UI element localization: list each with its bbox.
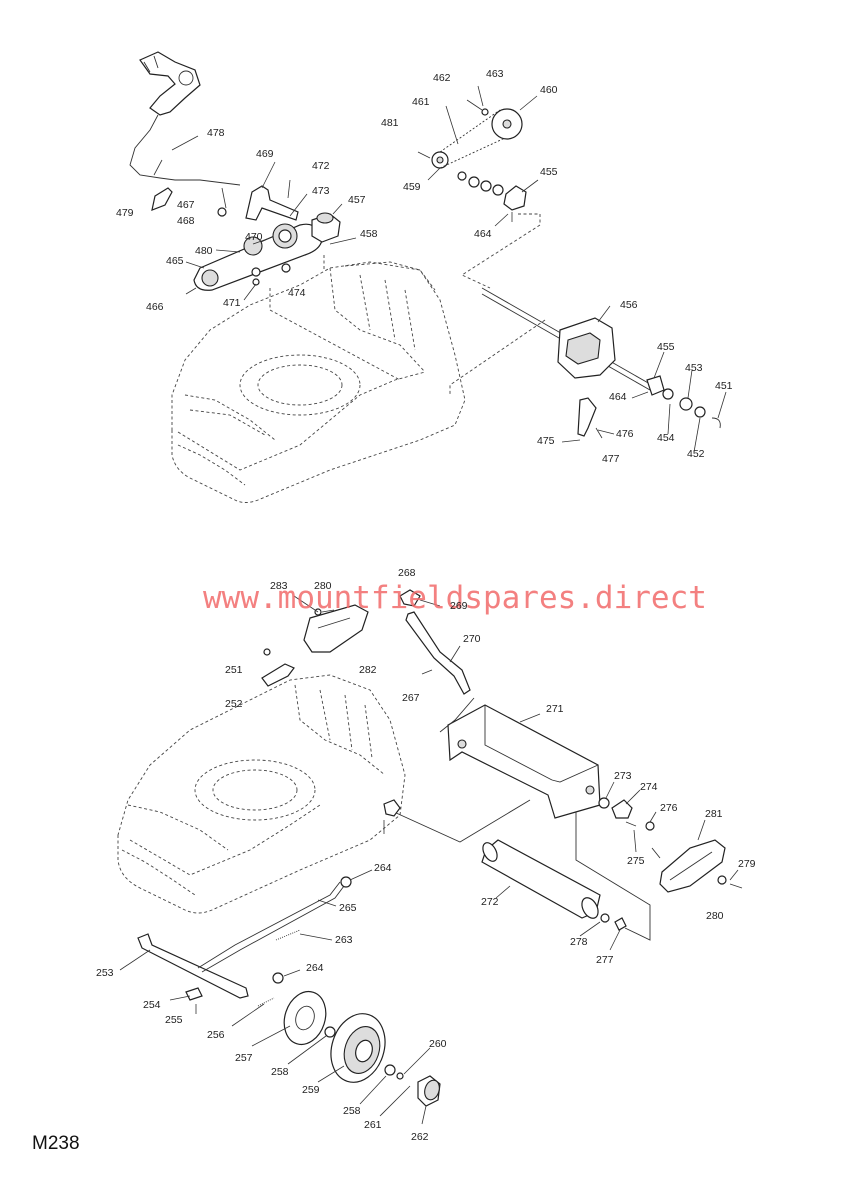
label-258-right: 258 [343, 1105, 361, 1117]
label-280-bottom: 280 [706, 910, 724, 922]
label-459: 459 [403, 181, 421, 193]
label-269: 269 [450, 600, 468, 612]
lower-mower-deck [117, 674, 406, 914]
upper-mower-deck [171, 261, 466, 503]
label-457: 457 [348, 194, 366, 206]
clip-252 [261, 648, 295, 687]
sprocket-chain-assembly [417, 99, 527, 222]
wheel-hubcap-257 [283, 990, 336, 1046]
label-479: 479 [116, 207, 134, 219]
label-470: 470 [245, 231, 263, 243]
leader-lines [119, 85, 739, 1125]
label-258-left: 258 [271, 1066, 289, 1078]
roller-cover-281 [659, 839, 743, 893]
label-453: 453 [685, 362, 703, 374]
label-460: 460 [540, 84, 558, 96]
height-lever-270 [399, 589, 471, 695]
label-259: 259 [302, 1084, 320, 1096]
label-274: 274 [640, 781, 658, 793]
label-455-right: 455 [657, 341, 675, 353]
gearbox-axle [481, 287, 721, 439]
label-272: 272 [481, 896, 499, 908]
upper-connector-lines [269, 213, 546, 395]
label-277: 277 [596, 954, 614, 966]
label-478: 478 [207, 127, 225, 139]
label-261: 261 [364, 1119, 382, 1131]
label-451: 451 [715, 380, 733, 392]
label-477: 477 [602, 453, 620, 465]
label-253: 253 [96, 967, 114, 979]
label-262: 262 [411, 1131, 429, 1143]
label-467: 467 [177, 199, 195, 211]
label-265: 265 [339, 902, 357, 914]
label-480: 480 [195, 245, 213, 257]
rear-cover-282 [303, 604, 369, 653]
label-283: 283 [270, 580, 288, 592]
lower-connector-lines [383, 697, 661, 941]
label-474: 474 [288, 287, 306, 299]
label-273: 273 [614, 770, 632, 782]
label-281: 281 [705, 808, 723, 820]
label-458: 458 [360, 228, 378, 240]
label-260: 260 [429, 1038, 447, 1050]
roller-bushings [598, 797, 655, 831]
label-464-top: 464 [474, 228, 492, 240]
label-252: 252 [225, 698, 243, 710]
label-465: 465 [166, 255, 184, 267]
label-264-bottom: 264 [306, 962, 324, 974]
label-475: 475 [537, 435, 555, 447]
front-axle-assembly [137, 876, 352, 1010]
page-code: M238 [32, 1133, 80, 1154]
label-280-top: 280 [314, 580, 332, 592]
label-255: 255 [165, 1014, 183, 1026]
label-251: 251 [225, 664, 243, 676]
label-254: 254 [143, 999, 161, 1011]
label-455-top: 455 [540, 166, 558, 178]
label-263: 263 [335, 934, 353, 946]
handle-control-lever [129, 51, 241, 186]
roller-bracket-271 [447, 704, 601, 819]
label-276: 276 [660, 802, 678, 814]
label-481: 481 [381, 117, 399, 129]
label-466: 466 [146, 301, 164, 313]
label-452: 452 [687, 448, 705, 460]
wheel-259 [330, 1013, 404, 1083]
label-454: 454 [657, 432, 675, 444]
label-462: 462 [433, 72, 451, 84]
belt-pulley-assembly [151, 159, 341, 295]
label-476: 476 [616, 428, 634, 440]
label-256: 256 [207, 1029, 225, 1041]
label-471: 471 [223, 297, 241, 309]
label-267: 267 [402, 692, 420, 704]
label-268: 268 [398, 567, 416, 579]
wheel-cap-262 [417, 1075, 441, 1107]
label-469: 469 [256, 148, 274, 160]
label-461: 461 [412, 96, 430, 108]
label-278: 278 [570, 936, 588, 948]
label-473: 473 [312, 185, 330, 197]
label-282: 282 [359, 664, 377, 676]
label-264-top: 264 [374, 862, 392, 874]
label-468: 468 [177, 215, 195, 227]
watermark-text: www.mountfieldspares.direct [203, 580, 707, 616]
label-472: 472 [312, 160, 330, 172]
label-464-right: 464 [609, 391, 627, 403]
label-270: 270 [463, 633, 481, 645]
label-456: 456 [620, 299, 638, 311]
label-279: 279 [738, 858, 756, 870]
label-275: 275 [627, 855, 645, 867]
label-257: 257 [235, 1052, 253, 1064]
label-463: 463 [486, 68, 504, 80]
rear-roller-272 [481, 839, 627, 931]
label-271: 271 [546, 703, 564, 715]
